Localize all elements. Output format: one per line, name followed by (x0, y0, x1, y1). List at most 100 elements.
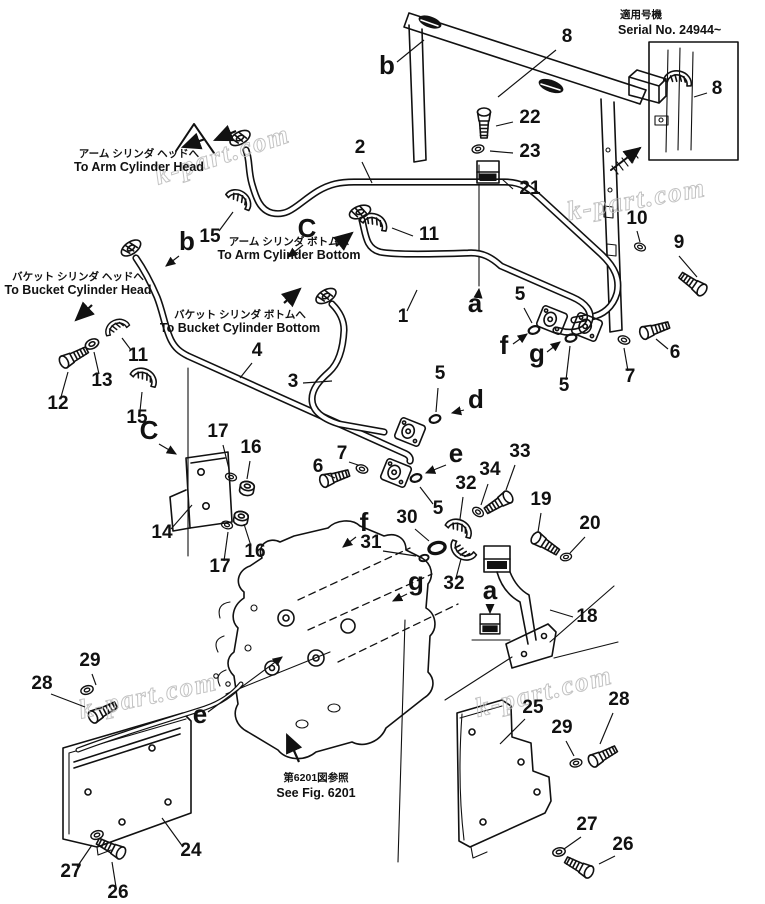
leader-2-6 (361, 161, 373, 184)
frame-top-bar (403, 12, 647, 105)
control-valve (215, 520, 459, 760)
callout-16: 16 (244, 541, 265, 562)
leader-d-26 (450, 406, 465, 416)
callout-10: 10 (626, 208, 647, 229)
callout-15: 15 (199, 226, 221, 247)
leader-33-35 (505, 464, 516, 491)
nut-16a (238, 479, 256, 498)
leader-g-16 (546, 341, 561, 353)
leader-e-53 (207, 656, 283, 713)
callout-16: 16 (240, 437, 261, 458)
connection-label-jp-4: バケット シリンダ ボトムへ (174, 308, 306, 321)
leader-13-21 (93, 351, 100, 375)
clip-11b (101, 314, 131, 338)
pipe-4-bucket-head (132, 254, 414, 465)
leader-16-44 (243, 523, 252, 547)
leader-6-32 (325, 473, 336, 479)
callout-26: 26 (612, 834, 633, 855)
callout-7: 7 (337, 443, 348, 464)
pipe-3-bucket-bottom (308, 300, 388, 436)
nut-16b (232, 509, 250, 528)
oring-5a (526, 323, 542, 337)
callout-1: 1 (398, 306, 409, 327)
leader-29-56 (565, 740, 575, 757)
clamp-21 (476, 160, 500, 184)
callout-6: 6 (670, 342, 681, 363)
bolt-6-right (637, 317, 672, 342)
callout-29: 29 (79, 650, 100, 671)
callout-8: 8 (562, 26, 573, 47)
leader-6-19 (655, 338, 669, 350)
connection-label-en-2: To Arm Cylinder Bottom (217, 248, 360, 262)
connection-label-jp-1: アーム シリンダ ヘッドへ (79, 147, 200, 160)
callout-27: 27 (60, 861, 81, 882)
callout-28: 28 (31, 673, 52, 694)
callout-a: a (468, 288, 483, 318)
leader-10-7 (636, 230, 641, 243)
callout-32: 32 (455, 473, 476, 494)
callout-20: 20 (579, 513, 600, 534)
callout-3: 3 (288, 371, 299, 392)
connection-label-jp-2: アーム シリンダ ボトムへ (229, 235, 350, 248)
leader-15-9 (218, 211, 234, 232)
callout-14: 14 (151, 522, 173, 543)
flange-d (393, 416, 427, 448)
leader-17-29 (222, 444, 230, 470)
leader-17-45 (223, 531, 229, 562)
callout-18: 18 (576, 606, 597, 627)
leader-5-17 (565, 345, 571, 381)
leader-1-13 (406, 289, 418, 312)
bolt-12 (56, 343, 91, 371)
callout-25: 25 (522, 697, 544, 718)
direction-arrow-1 (180, 132, 206, 150)
callout-11: 11 (128, 345, 149, 366)
callout-31: 31 (360, 532, 382, 553)
connection-label-jp-3: バケット シリンダ ヘッドへ (12, 270, 144, 283)
leader-7-31 (348, 461, 359, 466)
mount-plate-25 (456, 699, 552, 859)
callout-b: b (179, 226, 195, 256)
callout-12: 12 (47, 393, 68, 414)
callout-d: d (468, 384, 484, 414)
washer-20 (559, 551, 573, 563)
callout-e: e (449, 438, 463, 468)
pipe-2-arm-head (242, 146, 622, 324)
callout-a: a (483, 575, 498, 605)
leader-5-34 (419, 486, 434, 505)
bolt-28-right (585, 742, 620, 770)
leader-25-54 (499, 718, 526, 745)
bolt-26-left (94, 834, 129, 862)
leader-19-41 (537, 512, 542, 533)
callout-29: 29 (551, 717, 572, 738)
washer-10 (632, 240, 648, 254)
leader-11-11 (391, 227, 414, 237)
leader-27-58 (76, 844, 93, 868)
callout-23: 23 (519, 141, 540, 162)
leader-4-23 (239, 362, 253, 379)
serial-note-en: Serial No. 24944~ (618, 23, 721, 37)
callout-33: 33 (509, 441, 530, 462)
callout-g: g (408, 566, 424, 596)
leader-15-27 (139, 391, 143, 412)
leader-8-0 (497, 49, 557, 98)
connection-label-en-3: To Bucket Cylinder Head (4, 283, 151, 297)
connection-label-en-4: To Bucket Cylinder Bottom (160, 321, 320, 335)
leader-b-2 (396, 39, 425, 63)
serial-note-jp: 適用号機 (620, 8, 662, 21)
fig-ref-jp: 第6201図参照 (283, 771, 349, 784)
leader-20-42 (569, 536, 586, 554)
leader-30-38 (414, 528, 430, 542)
direction-arrow-2 (212, 124, 237, 142)
callout-27: 27 (576, 814, 597, 835)
leader-18-50 (549, 609, 574, 618)
bolt-33 (481, 488, 516, 518)
callout-26: 26 (107, 882, 128, 903)
oring-5c (427, 412, 443, 426)
frame-8 (403, 12, 667, 333)
bolt-19 (528, 529, 563, 559)
callout-17: 17 (207, 421, 228, 442)
callout-22: 22 (519, 107, 540, 128)
grommet-30 (425, 538, 449, 558)
leader-28-52 (50, 693, 86, 708)
leader-a-48 (473, 287, 483, 299)
